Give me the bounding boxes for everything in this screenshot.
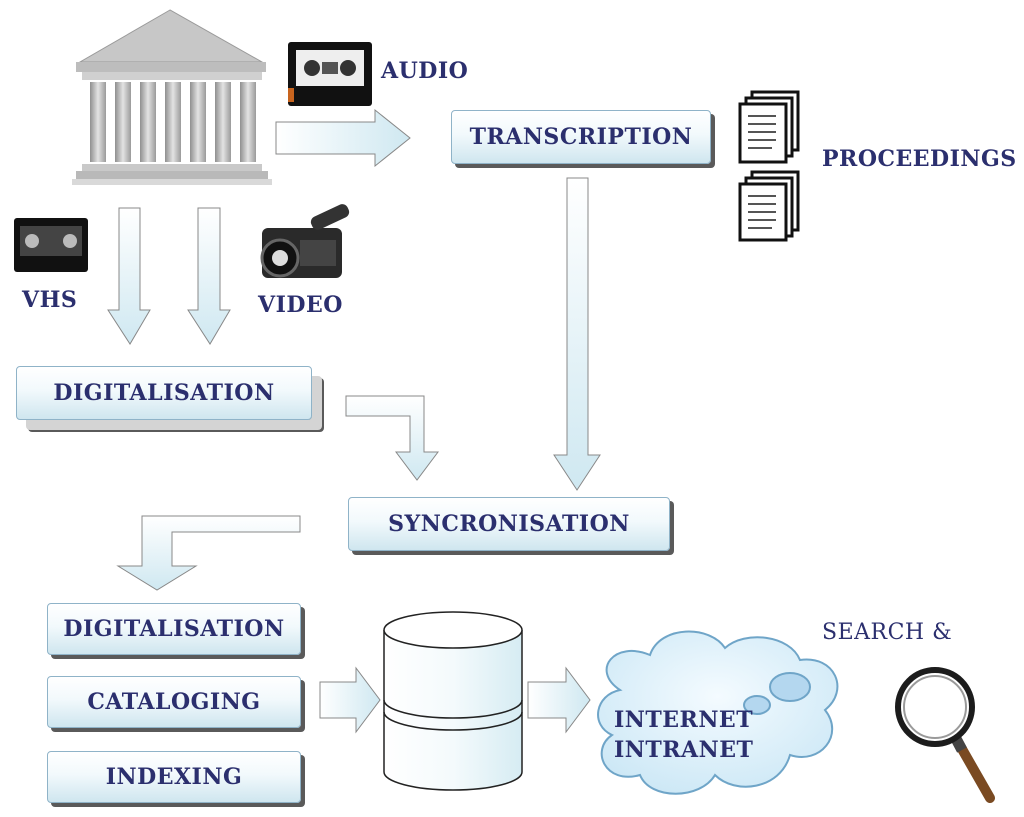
audio-label: AUDIO: [381, 58, 469, 84]
arrow-vhs-to-digitalisation: [107, 207, 151, 345]
indexing-box: INDEXING: [47, 751, 301, 803]
proceedings-label: PROCEEDINGS: [822, 146, 1017, 172]
cassette-icon: [288, 42, 372, 106]
arrow-syncronisation-to-processing: [116, 515, 301, 591]
digitalisation-box-top: DIGITALISATION: [16, 366, 312, 420]
camcorder-icon: [260, 204, 350, 278]
arrow-video-to-digitalisation: [187, 207, 231, 345]
cloud-icon: [597, 630, 839, 795]
database-icon: [383, 611, 523, 791]
search-label: SEARCH &: [822, 620, 953, 645]
arrow-building-to-transcription: [275, 108, 411, 168]
syncronisation-box: SYNCRONISATION: [348, 497, 670, 551]
magnifier-icon: [895, 667, 995, 803]
vhs-label: VHS: [22, 287, 78, 313]
vhs-tape-icon: [14, 218, 88, 272]
building-icon: [72, 9, 272, 185]
cataloging-box: CATALOGING: [47, 676, 301, 728]
video-label: VIDEO: [258, 292, 343, 318]
cloud-internet-label: INTERNET: [614, 707, 754, 733]
digitalisation-box-bottom: DIGITALISATION: [47, 603, 301, 655]
arrow-transcription-to-syncronisation: [553, 177, 601, 491]
transcription-box: TRANSCRIPTION: [451, 110, 711, 164]
arrow-processing-to-database: [319, 666, 381, 734]
documents-icon: [738, 90, 800, 242]
cloud-intranet-label: INTRANET: [614, 737, 754, 763]
arrow-digitalisation-to-syncronisation: [345, 395, 439, 481]
arrow-database-to-cloud: [527, 666, 591, 734]
